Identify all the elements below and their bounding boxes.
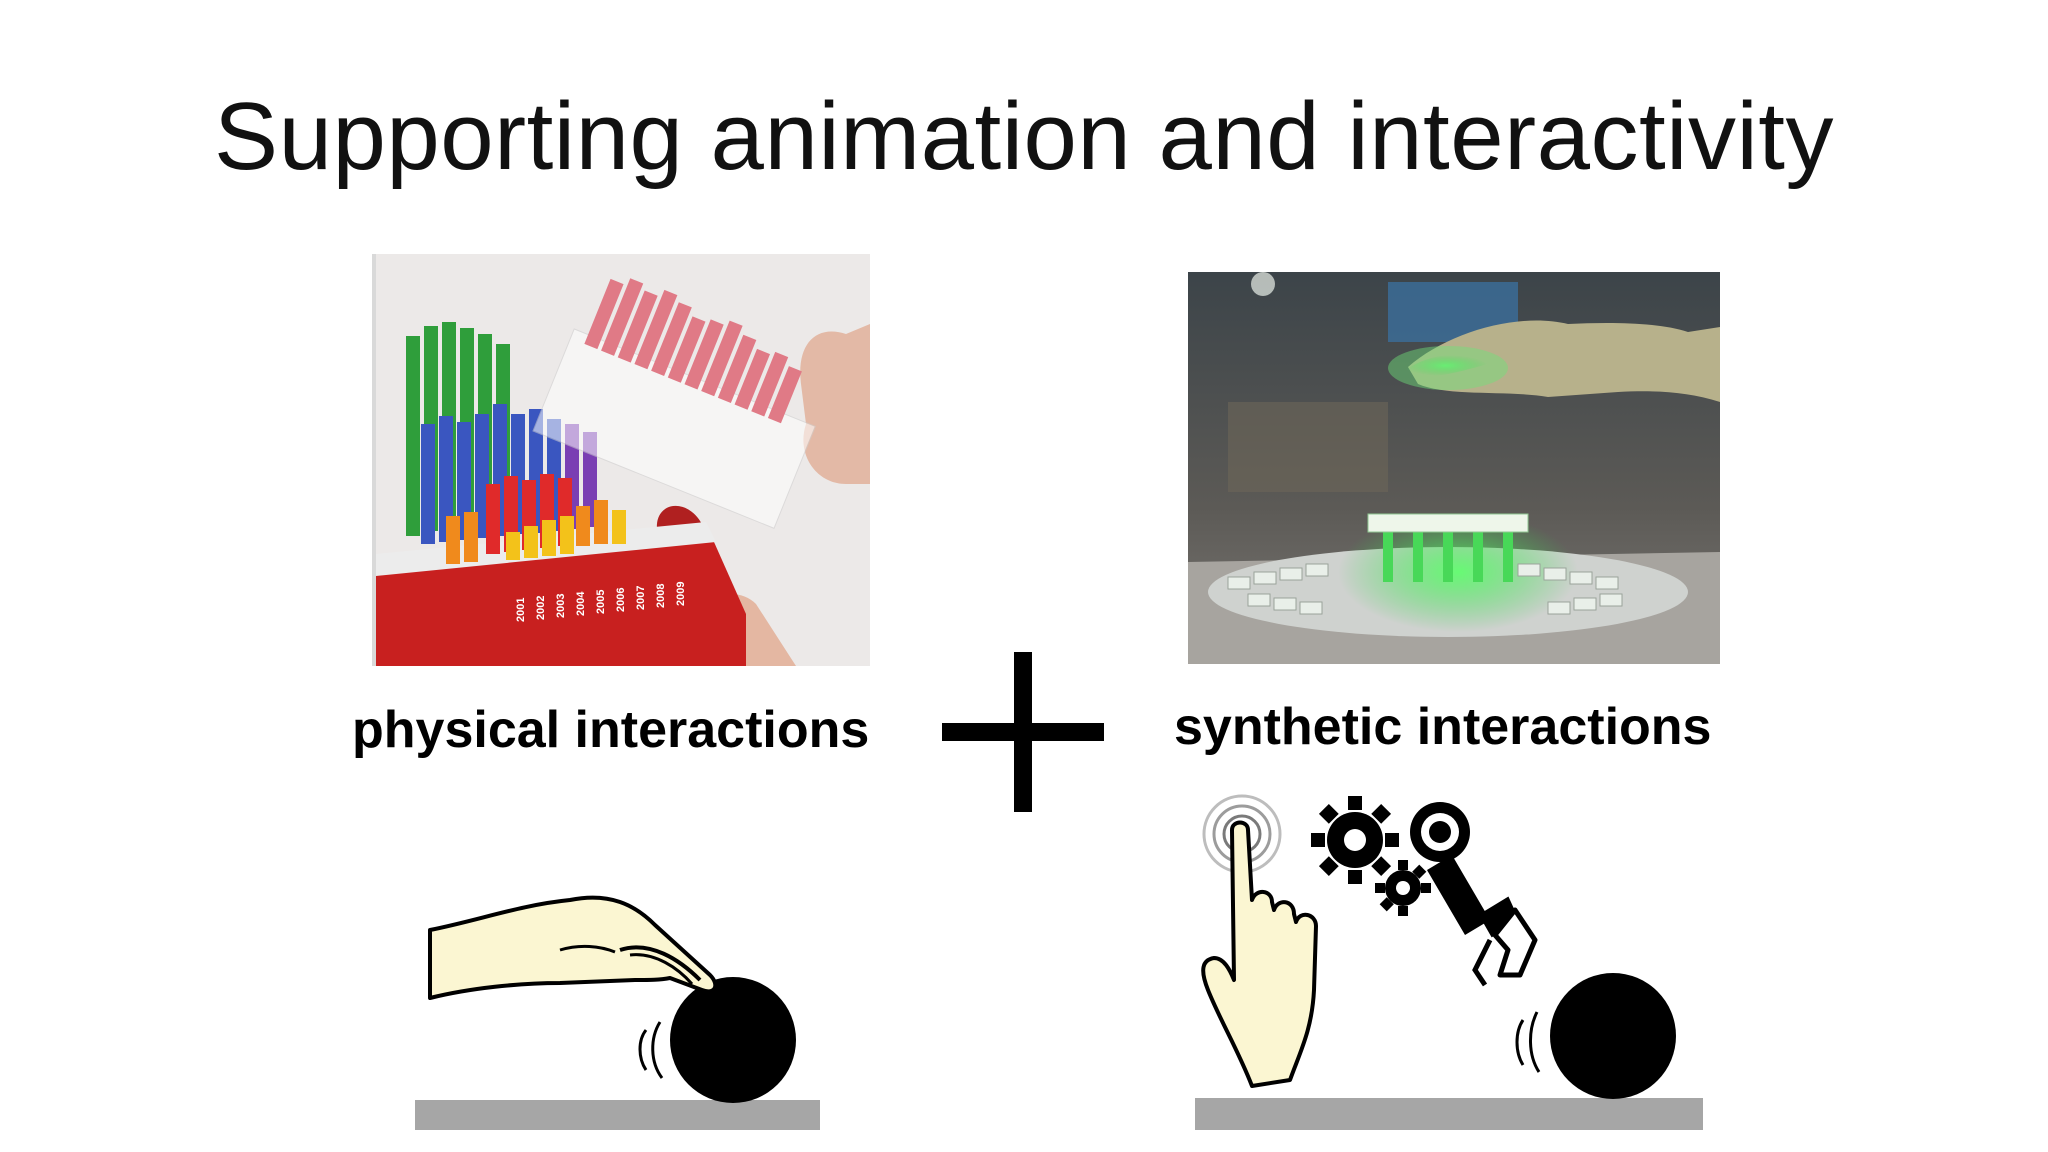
svg-text:2008: 2008 (655, 584, 667, 608)
svg-text:2003: 2003 (555, 594, 567, 618)
hand-pushing-ball-icon (410, 880, 830, 1140)
slide-title: Supporting animation and interactivity (214, 83, 1834, 190)
shape-display-photo (1188, 272, 1720, 664)
svg-text:2007: 2007 (635, 586, 647, 610)
plus-icon (942, 652, 1104, 812)
svg-text:2002: 2002 (535, 596, 547, 620)
physical-interactions-caption: physical interactions (352, 701, 870, 759)
svg-text:2009: 2009 (675, 582, 687, 606)
svg-text:2006: 2006 (615, 588, 627, 612)
svg-text:2005: 2005 (595, 590, 607, 614)
svg-text:2001: 2001 (515, 598, 527, 622)
finger-gears-robot-arm-ball-icon (1190, 790, 1710, 1140)
physical-bar-chart-photo: 2001 2002 2003 2004 2005 2006 2007 2008 … (372, 254, 870, 666)
synthetic-interactions-caption: synthetic interactions (1174, 698, 1712, 756)
svg-text:2004: 2004 (575, 591, 587, 616)
